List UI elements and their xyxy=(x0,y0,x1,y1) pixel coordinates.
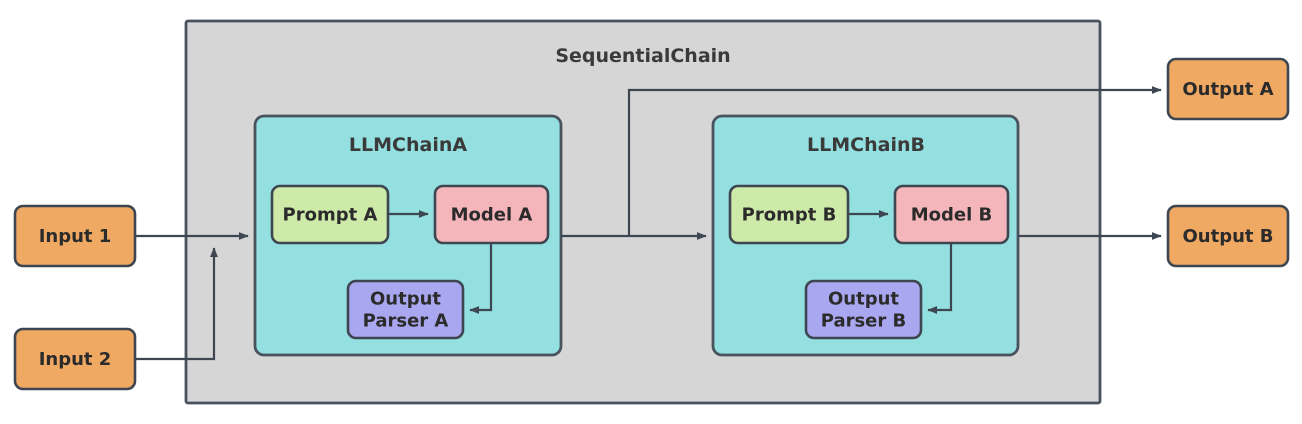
output-a-label: Output A xyxy=(1182,79,1273,100)
prompt-a-label: Prompt A xyxy=(283,204,378,225)
input-1-box[interactable] xyxy=(13,204,137,268)
model-b-label: Model B xyxy=(911,204,993,225)
node-prompt-a[interactable]: Prompt A xyxy=(270,184,390,245)
model-b-box[interactable] xyxy=(893,184,1010,245)
node-model-a[interactable]: Model A xyxy=(433,184,550,245)
prompt-b-label: Prompt B xyxy=(742,204,837,225)
node-input-1[interactable]: Input 1 xyxy=(13,204,137,268)
node-output-b[interactable]: Output B xyxy=(1166,204,1290,268)
output-parser-a-box[interactable] xyxy=(346,279,465,340)
model-a-box[interactable] xyxy=(433,184,550,245)
output-a-box[interactable] xyxy=(1166,57,1290,121)
container-llm-chain-b: LLMChainB xyxy=(711,114,1020,357)
input-2-box[interactable] xyxy=(13,327,137,391)
node-output-a[interactable]: Output A xyxy=(1166,57,1290,121)
container-llm-chain-a: LLMChainA xyxy=(253,114,563,357)
edge-modelb-to-parserb xyxy=(927,243,953,314)
edges-layer xyxy=(135,86,1162,361)
prompt-b-box[interactable] xyxy=(728,184,850,245)
input-1-label: Input 1 xyxy=(39,226,112,247)
model-a-label: Model A xyxy=(451,204,533,225)
node-input-2[interactable]: Input 2 xyxy=(13,327,137,391)
output-b-box[interactable] xyxy=(1166,204,1290,268)
llm-chain-a-label: LLMChainA xyxy=(349,134,467,156)
sequential-chain-label: SequentialChain xyxy=(555,45,730,67)
output-b-label: Output B xyxy=(1182,226,1273,247)
edge-input2-to-chaina xyxy=(135,247,218,361)
llm-chain-b-label: LLMChainB xyxy=(807,134,925,156)
node-prompt-b[interactable]: Prompt B xyxy=(728,184,850,245)
edge-chaina-to-outputa xyxy=(627,86,1162,236)
node-model-b[interactable]: Model B xyxy=(893,184,1010,245)
prompt-a-box[interactable] xyxy=(270,184,390,245)
input-2-label: Input 2 xyxy=(39,349,112,370)
edge-modela-to-parsera xyxy=(469,243,493,314)
output-parser-b-box[interactable] xyxy=(804,279,923,340)
